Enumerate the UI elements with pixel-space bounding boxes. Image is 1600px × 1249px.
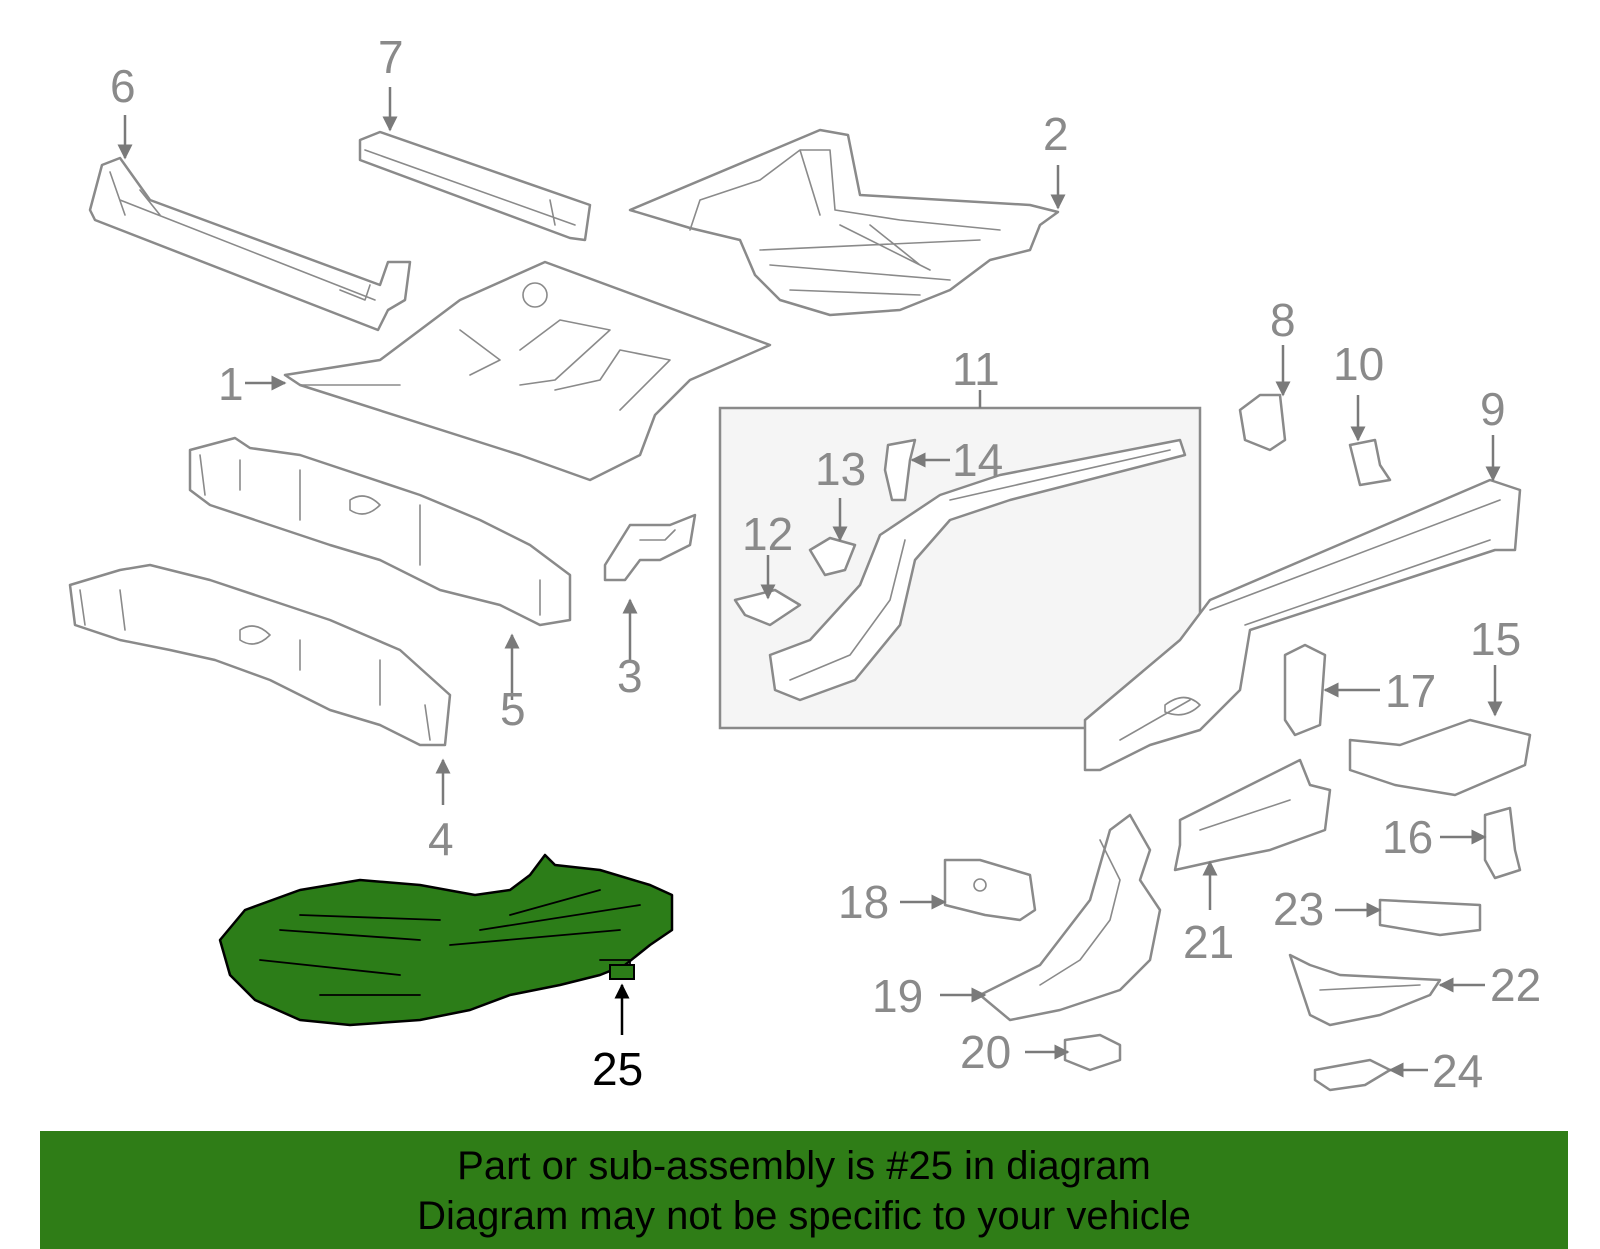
- callout-9: 9: [1480, 383, 1506, 435]
- callout-20: 20: [960, 1026, 1011, 1078]
- part-5: [188, 436, 572, 627]
- part-10: [1348, 438, 1392, 487]
- callout-22: 22: [1490, 959, 1541, 1011]
- part-13: [808, 536, 857, 577]
- callout-17: 17: [1385, 665, 1436, 717]
- callout-6: 6: [110, 60, 136, 112]
- part-19: [978, 813, 1162, 1022]
- part-17: [1283, 643, 1327, 737]
- callout-14: 14: [952, 434, 1003, 486]
- part-6: [88, 156, 412, 332]
- banner-line-2: Diagram may not be specific to your vehi…: [417, 1194, 1191, 1238]
- banner-line-1: Part or sub-assembly is #25 in diagram: [457, 1144, 1151, 1188]
- callout-11: 11: [952, 343, 1000, 395]
- callout-25: 25: [592, 1043, 643, 1095]
- part-25: [218, 853, 674, 1027]
- part-20: [1063, 1033, 1122, 1072]
- callout-5: 5: [500, 683, 526, 735]
- callout-4: 4: [428, 813, 454, 865]
- part-1: [283, 260, 772, 482]
- callout-19: 19: [872, 970, 923, 1022]
- part-21: [1173, 758, 1332, 872]
- callout-15: 15: [1470, 613, 1521, 665]
- callout-3: 3: [617, 650, 643, 702]
- part-9: [1083, 478, 1522, 772]
- callout-18: 18: [838, 876, 889, 928]
- callout-labels: 6 7 2 1 3 4 5 11 12 13 14 8 10 9 15 17 1…: [110, 31, 1541, 1097]
- callout-16: 16: [1382, 811, 1433, 863]
- callout-12: 12: [742, 508, 793, 560]
- callout-10: 10: [1333, 338, 1384, 390]
- part-23: [1378, 898, 1482, 937]
- part-24: [1313, 1058, 1392, 1092]
- part-15: [1348, 718, 1532, 797]
- callout-21: 21: [1183, 916, 1234, 968]
- callout-7: 7: [378, 31, 404, 83]
- callout-2: 2: [1043, 108, 1069, 160]
- part-4: [68, 563, 452, 747]
- callout-23: 23: [1273, 883, 1324, 935]
- part-11-panel: [718, 406, 1202, 730]
- callout-8: 8: [1270, 294, 1296, 346]
- part-16: [1483, 806, 1522, 880]
- part-8: [1238, 393, 1287, 452]
- callout-13: 13: [815, 443, 866, 495]
- part-18: [943, 858, 1037, 922]
- part-3: [603, 513, 697, 582]
- callout-24: 24: [1432, 1045, 1483, 1097]
- part-2: [628, 128, 1060, 317]
- callout-1: 1: [218, 358, 244, 410]
- part-22: [1288, 953, 1442, 1027]
- part-14: [883, 438, 917, 502]
- callout-lines: [117, 87, 1503, 1078]
- info-banner: Part or sub-assembly is #25 in diagram D…: [40, 1131, 1568, 1249]
- part-7: [358, 130, 592, 242]
